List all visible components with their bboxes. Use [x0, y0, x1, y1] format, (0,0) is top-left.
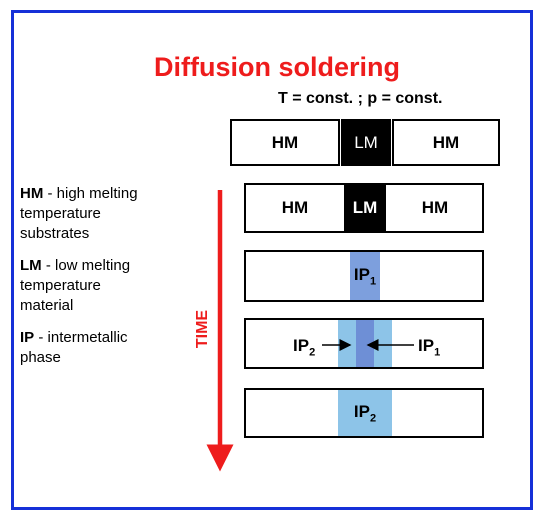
ip1-consumed-label: IP1 — [418, 336, 441, 359]
ip2-growth-label: IP2 — [293, 336, 316, 359]
stage-1-stack: HM LM HM — [244, 183, 484, 233]
stage-2-stack: IP1 — [244, 250, 484, 302]
stage-3-stack — [244, 318, 484, 369]
stage-4-stack: IP2 — [244, 388, 484, 438]
legend-ip: IP - intermetallic phase — [20, 329, 128, 366]
ip2-final-layer: IP2 — [338, 390, 392, 436]
process-conditions: T = const. ; p = const. — [278, 90, 443, 107]
ip1-label: IP1 — [353, 264, 377, 288]
legend-lm: LM - low melting temperature material — [20, 257, 131, 314]
diagram-frame — [11, 10, 533, 510]
lm-layer: LM — [344, 185, 386, 231]
lm-block: LM — [341, 119, 391, 166]
ip2-final-label: IP2 — [353, 401, 377, 425]
ip1-layer: IP1 — [350, 252, 380, 300]
legend-hm: HM - high melting temperature substrates — [20, 185, 138, 242]
hm-left-block: HM — [230, 119, 340, 166]
diagram-title: Diffusion soldering — [154, 52, 400, 82]
hm-left-label: HM — [281, 198, 309, 217]
time-axis-label: TIME — [194, 309, 211, 349]
hm-right-label: HM — [421, 198, 449, 217]
initial-stack: HM LM HM — [230, 119, 500, 166]
hm-right-block: HM — [392, 119, 500, 166]
ip1-core-layer — [356, 320, 374, 367]
